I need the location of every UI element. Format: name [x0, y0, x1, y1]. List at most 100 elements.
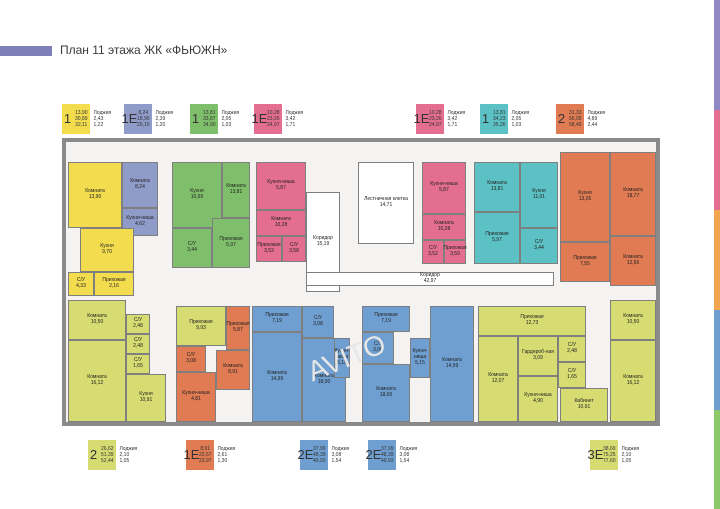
room-name: Коридор — [420, 272, 440, 279]
room-name: С/У — [534, 239, 544, 246]
room-area: 3,08 — [313, 321, 323, 327]
room-area: 9,70 — [102, 249, 112, 255]
legend-loggia-value: 1,71 — [447, 122, 458, 129]
room-area: 12,73 — [525, 320, 539, 326]
room-area: 3,08 — [373, 347, 383, 353]
room-name: Прихожая — [257, 242, 281, 249]
legend-loggia-value: 3,08 — [399, 451, 410, 458]
legend-loggia-value: Лоджия — [119, 445, 138, 452]
room-name: Комната — [623, 254, 643, 261]
legend-loggia-value: Лоджия — [221, 109, 240, 116]
room-name: Кухня-ниша — [334, 348, 350, 361]
legend-room-count: 2Е — [297, 446, 314, 462]
room-name: С/У — [187, 241, 197, 248]
room-area: 3,59 — [450, 251, 460, 257]
legend-loggia-value: 1,05 — [119, 458, 130, 465]
room-name: Прихожая — [189, 319, 213, 326]
room-name: Комната — [623, 374, 643, 381]
room-name: Комната — [442, 357, 462, 364]
room-name: С/У — [133, 317, 143, 324]
room-name: Прихожая — [226, 321, 250, 328]
legend-loggia-value: 1,03 — [221, 122, 232, 129]
legend-loggia-value: 2,43 — [93, 115, 104, 122]
room-name: С/У — [186, 352, 196, 359]
room-area: 4,81 — [191, 396, 201, 402]
room-name: Комната — [87, 374, 107, 381]
room-name: Кухня — [532, 188, 546, 195]
room-name: Кухня — [139, 391, 153, 398]
legend-area-value: 38,69 — [603, 445, 616, 452]
room-area: 3,44 — [534, 245, 544, 251]
legend-loggia-value: 2,05 — [221, 115, 232, 122]
legend-area-value: 18,90 — [137, 115, 150, 122]
legend-room-count: 1Е — [121, 110, 138, 126]
legend-loggia-value: 1,20 — [155, 122, 166, 129]
room-name: Кухня-ниша — [126, 215, 154, 222]
legend-loggia-value: Лоджия — [621, 445, 640, 452]
room-name: Комната — [226, 183, 246, 190]
legend-area-value: 34,90 — [203, 122, 216, 129]
room-area: 11,01 — [532, 194, 546, 200]
legend-area-value: 24,97 — [267, 122, 280, 129]
room-area: 5,15 — [415, 359, 425, 366]
room-name: Прихожая — [219, 236, 243, 243]
legend-area-value: 51,39 — [101, 451, 114, 458]
room-area: 9,93 — [196, 325, 206, 331]
room-name: Комната — [314, 373, 334, 380]
legend-area-value: 37,99 — [381, 445, 394, 452]
legend-area-value: 52,44 — [101, 458, 114, 465]
room-name: Комната — [623, 313, 643, 320]
room-name: Кухня-ниша — [430, 181, 458, 188]
room-name: С/У — [76, 277, 86, 284]
legend-loggia-value: Лоджия — [511, 109, 530, 116]
room-area: 2,16 — [109, 283, 119, 289]
room-name: Прихожая — [520, 314, 544, 321]
room-name: С/У — [133, 357, 143, 364]
room-name: Комната — [623, 187, 643, 194]
room-area: 12,56 — [626, 260, 640, 266]
room-area: 2,48 — [133, 323, 143, 329]
room-area: 2,48 — [567, 348, 577, 354]
legend-area-value: 24,97 — [429, 122, 442, 129]
room-area: 2,48 — [133, 343, 143, 349]
room-area: 8,91 — [228, 369, 238, 375]
room-name: Комната — [376, 386, 396, 393]
legend-room-count: 2 — [89, 446, 98, 462]
legend-area-value: 10,28 — [267, 109, 280, 116]
legend-loggia-value: 2,05 — [511, 115, 522, 122]
